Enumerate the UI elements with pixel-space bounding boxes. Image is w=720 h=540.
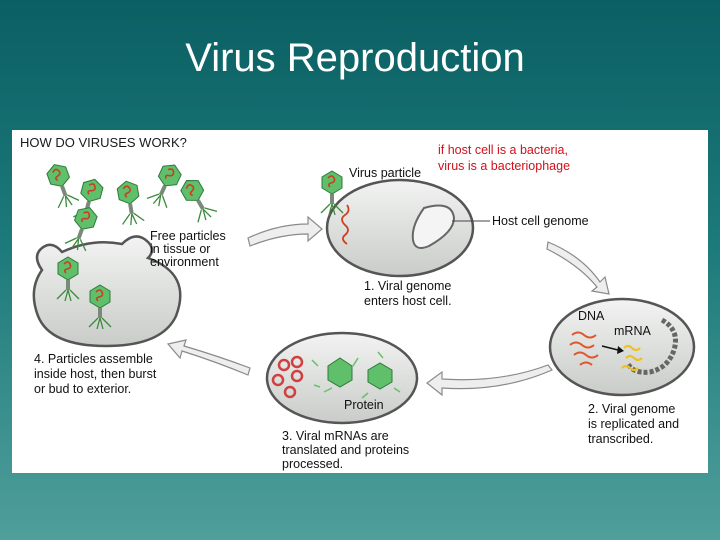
step4-line2: inside host, then burst [34,367,157,381]
step3-line1: 3. Viral mRNAs are [282,429,389,443]
label-host-genome: Host cell genome [492,214,589,228]
free-particles-line3: environment [150,255,219,269]
slide-title: Virus Reproduction [185,36,525,80]
bacteriophage-note-line1: if host cell is a bacteria, [438,143,568,157]
arrow-stage2-to-stage3 [426,364,553,397]
step1-line2: enters host cell. [364,294,452,308]
free-particles-line2: in tissue or [150,242,210,256]
step4-line3: or bud to exterior. [34,382,131,396]
arrow-free-to-stage1 [247,215,323,247]
step3-line2: translated and proteins [282,443,409,457]
step3-line3: processed. [282,457,343,471]
step1-line1: 1. Viral genome [364,279,451,293]
free-particles-line1: Free particles [150,229,226,243]
label-mrna: mRNA [614,324,651,338]
arrow-stage3-to-stage4 [166,339,251,376]
label-protein: Protein [344,398,384,412]
host-cell-stage3 [265,331,419,425]
diagram-panel: HOW DO VIRUSES WORK? if host cell is a b… [12,130,708,473]
diagram-heading: HOW DO VIRUSES WORK? [20,135,187,150]
host-cell-stage2 [548,297,696,397]
viral-genome-injected [341,204,350,245]
host-cell-stage1 [325,178,475,278]
step4-line1: 4. Particles assemble [34,352,153,366]
step2-line3: transcribed. [588,432,653,446]
step2-line2: is replicated and [588,417,679,431]
virus-cycle-diagram: HOW DO VIRUSES WORK? if host cell is a b… [20,135,696,471]
bacteriophage-note-line2: virus is a bacteriophage [438,159,570,173]
label-dna: DNA [578,309,605,323]
host-cell-stage4 [32,235,182,348]
label-virus-particle: Virus particle [349,166,421,180]
arrow-stage1-to-stage2 [546,241,610,295]
step2-line1: 2. Viral genome [588,402,675,416]
